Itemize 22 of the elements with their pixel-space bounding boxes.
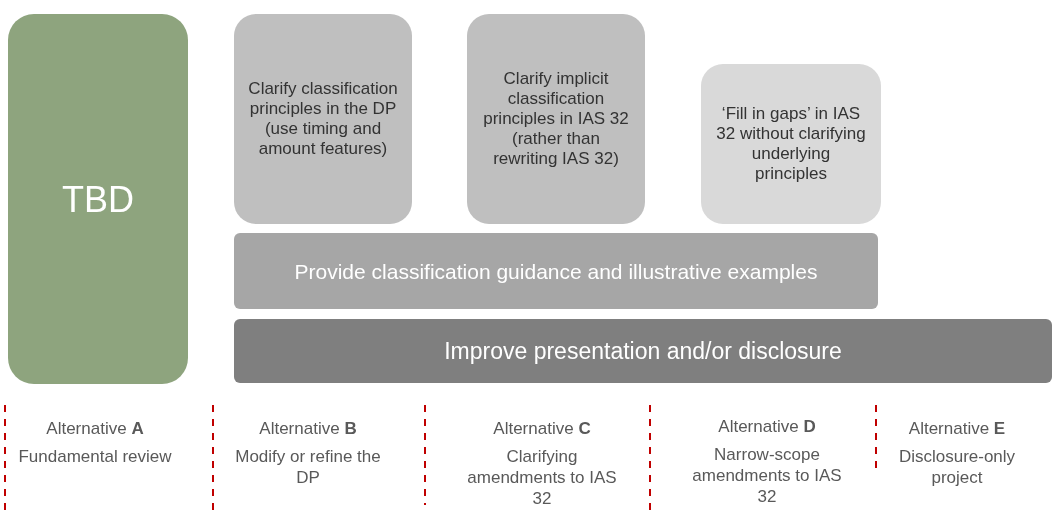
box-text: TBD — [62, 177, 134, 221]
alternative-description: Modify or refine the DP — [234, 446, 382, 488]
alternative-heading: Alternative D — [717, 416, 817, 437]
rounded-bar — [234, 319, 1052, 383]
alternative-heading: Alternative C — [492, 418, 592, 439]
box-text: Clarify implicit classification principles in IAS 32 (rather than rewriting IAS 32) — [482, 69, 630, 169]
alternative-heading: Alternative B — [258, 418, 358, 439]
alternative-heading: Alternative E — [907, 418, 1007, 439]
box-text: Improve presentation and/or disclosure — [444, 337, 842, 365]
alternative-description: Disclosure-only project — [897, 446, 1017, 488]
alternative-description: Narrow-scope amendments to IAS 32 — [691, 444, 843, 507]
tbd-panel — [8, 14, 188, 384]
alternative-description: Clarifying amendments to IAS 32 — [466, 446, 618, 509]
rounded-bar — [234, 233, 878, 309]
box-text: Provide classification guidance and illustrative examples — [294, 258, 818, 284]
box-text: Clarify classification principles in the DP (use timing and amount features) — [248, 79, 398, 159]
rounded-box — [701, 64, 881, 224]
box-text: ‘Fill in gaps’ in IAS 32 without clarifying underlying principles — [715, 104, 867, 184]
rounded-box — [234, 14, 412, 224]
rounded-box — [467, 14, 645, 224]
alternative-description: Fundamental review — [17, 446, 173, 467]
alternative-heading: Alternative A — [45, 418, 145, 439]
